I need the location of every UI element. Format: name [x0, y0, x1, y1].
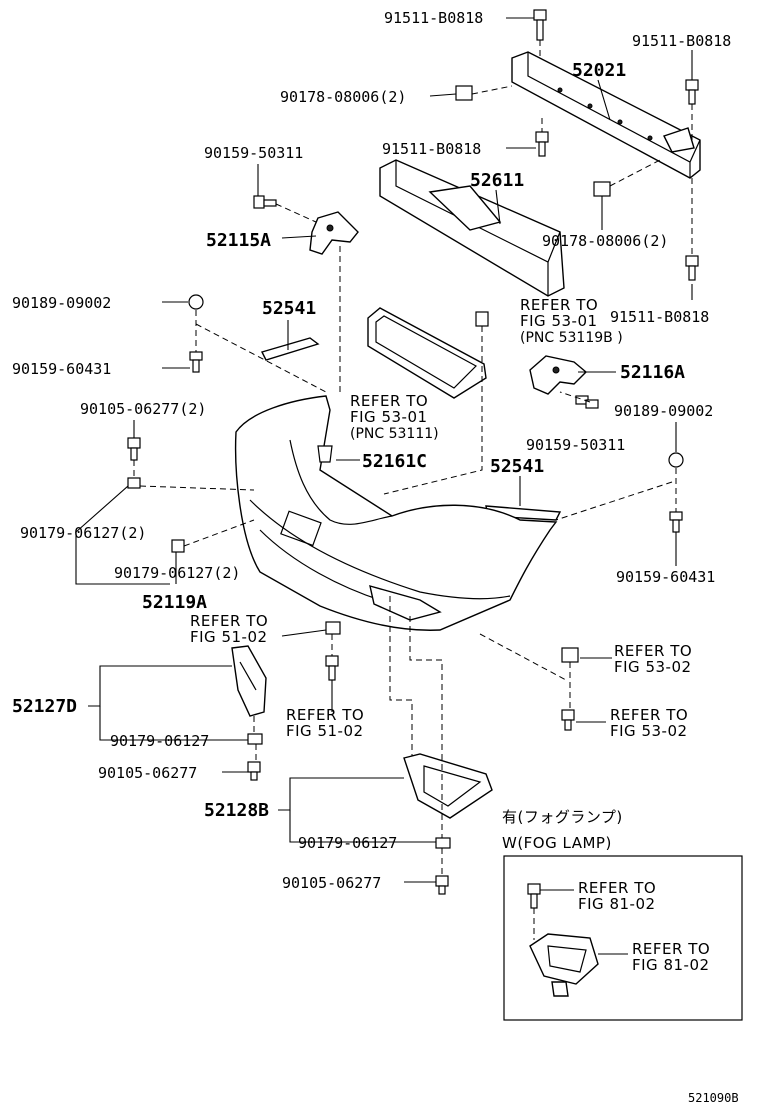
label-52611: 52611: [470, 170, 524, 191]
energy-absorber-52611: [379, 159, 565, 297]
label-90179-06127-2-b: 90179-06127(2): [114, 564, 240, 582]
label-52127d: 52127D: [12, 696, 77, 717]
ref-53-01-b-line3: (PNC 53111): [350, 426, 439, 442]
label-90105-06277-left: 90105-06277: [98, 764, 197, 782]
ref-53-01-b-line1: REFER TO: [350, 392, 428, 410]
ref-81-02-b-line2: FIG 81-02: [632, 956, 710, 974]
ref-81-02-a-line1: REFER TO: [578, 879, 656, 897]
bumper-cover: [234, 395, 558, 631]
assembly-lines: [133, 40, 693, 940]
bracket-52115a: [309, 211, 359, 255]
label-90178-08006-left: 90178-08006(2): [280, 88, 406, 106]
ref-53-01-b-line2: FIG 53-01: [350, 408, 428, 426]
label-90179-06127-2-a: 90179-06127(2): [20, 524, 146, 542]
label-52115a: 52115A: [206, 230, 271, 251]
label-52161c: 52161C: [362, 451, 427, 472]
label-90189-09002-left: 90189-09002: [12, 294, 111, 312]
reinforcement-beam-52021: [511, 51, 701, 179]
ref-51-02-a-line1: REFER TO: [190, 612, 268, 630]
ref-81-02-b-line1: REFER TO: [632, 940, 710, 958]
leader-lines: [75, 17, 693, 955]
ref-53-02-b-line2: FIG 53-02: [610, 722, 688, 740]
label-52119a: 52119A: [142, 592, 207, 613]
ref-51-02-b-line2: FIG 51-02: [286, 722, 364, 740]
radiator-grille: [367, 307, 487, 399]
bracket-52116a: [529, 355, 588, 395]
ref-81-02-a-line2: FIG 81-02: [578, 895, 656, 913]
bracket-52128b: [403, 753, 493, 819]
ref-53-01-a-line1: REFER TO: [520, 296, 598, 314]
fog-lamp: [529, 933, 599, 997]
label-90189-09002-right: 90189-09002: [614, 402, 713, 420]
ref-53-01-a-line3: (PNC 53119B ): [520, 330, 623, 346]
ref-51-02-b-line1: REFER TO: [286, 706, 364, 724]
label-90179-06127-right: 90179-06127: [298, 834, 397, 852]
label-52021: 52021: [572, 60, 626, 81]
label-91511-b0818-right: 91511-B0818: [632, 32, 731, 50]
fog-lamp-title-jp: 有(フォグランプ): [502, 808, 623, 826]
label-90159-60431-right: 90159-60431: [616, 568, 715, 586]
label-90159-60431-left: 90159-60431: [12, 360, 111, 378]
label-91511-b0818-top: 91511-B0818: [384, 9, 483, 27]
label-52541-left: 52541: [262, 298, 316, 319]
label-52116a: 52116A: [620, 362, 685, 383]
label-90178-08006-right: 90178-08006(2): [542, 232, 668, 250]
ref-53-02-a-line2: FIG 53-02: [614, 658, 692, 676]
ref-53-02-b-line1: REFER TO: [610, 706, 688, 724]
label-90179-06127-left: 90179-06127: [110, 732, 209, 750]
label-91511-b0818-mid: 91511-B0818: [382, 140, 481, 158]
label-90159-50311-right: 90159-50311: [526, 436, 625, 454]
label-90105-06277-right: 90105-06277: [282, 874, 381, 892]
label-91511-b0818-lower: 91511-B0818: [610, 308, 709, 326]
label-52128b: 52128B: [204, 800, 269, 821]
ref-51-02-a-line2: FIG 51-02: [190, 628, 268, 646]
fog-lamp-title-en: W(FOG LAMP): [502, 834, 612, 852]
figure-caption: 521090B: [688, 1091, 739, 1105]
bumper-strip-left: [260, 337, 320, 361]
label-90159-50311-left: 90159-50311: [204, 144, 303, 162]
ref-53-02-a-line1: REFER TO: [614, 642, 692, 660]
bracket-52127d: [231, 645, 267, 717]
label-90105-06277-2: 90105-06277(2): [80, 400, 206, 418]
label-52541-right: 52541: [490, 456, 544, 477]
ref-53-01-a-line2: FIG 53-01: [520, 312, 598, 330]
fog-lamp-frame: [503, 855, 743, 1021]
